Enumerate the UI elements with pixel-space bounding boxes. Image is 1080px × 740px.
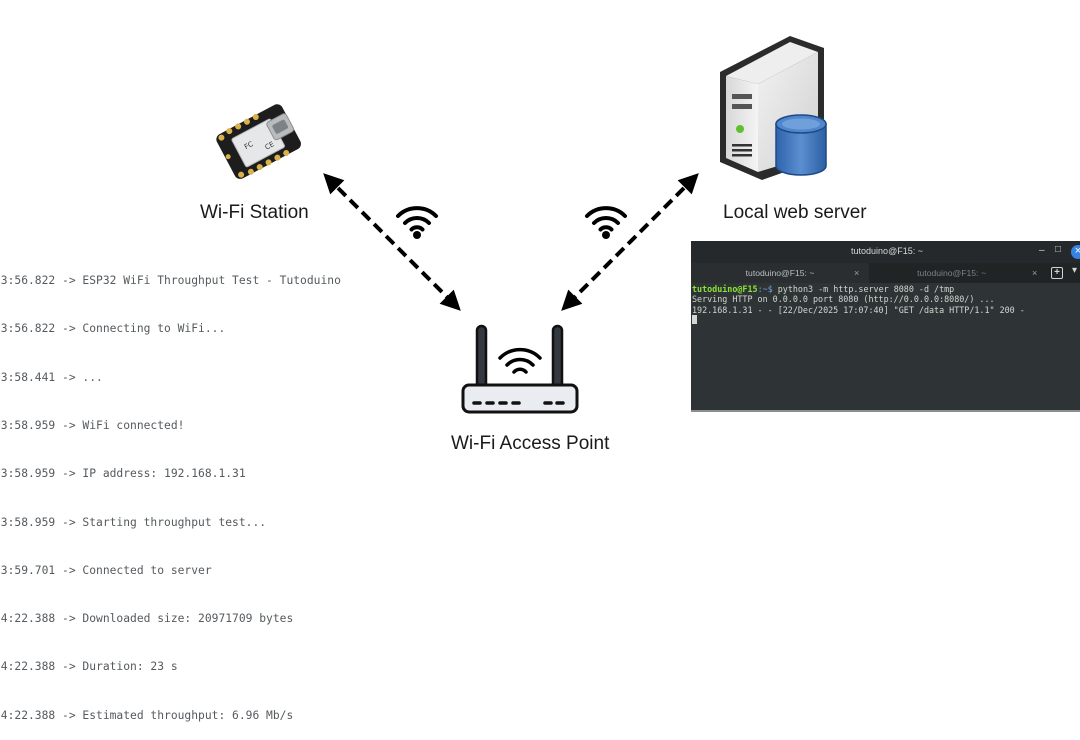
link-server-ap	[561, 173, 699, 311]
log-line: 04:22.388 -> Estimated throughput: 6.96 …	[0, 708, 294, 722]
wifi-station-label: Wi-Fi Station	[200, 202, 309, 223]
log-line: 03:58.959 -> Starting throughput test...	[0, 515, 267, 529]
serial-monitor-log: 03:56.822 -> ESP32 WiFi Throughput Test …	[0, 241, 341, 740]
close-button[interactable]: ×	[1071, 245, 1080, 259]
tab-menu-button[interactable]: ▾	[1072, 265, 1078, 276]
log-line: 03:58.441 -> ...	[0, 370, 103, 384]
log-line: 03:56.822 -> Connecting to WiFi...	[0, 322, 226, 336]
log-line: 03:58.959 -> IP address: 192.168.1.31	[0, 467, 246, 481]
terminal-output[interactable]: tutoduino@F15:~$ python3 -m http.server …	[692, 284, 1025, 325]
prompt-path: :~$	[757, 284, 773, 294]
terminal-cursor	[692, 314, 697, 324]
wifi-access-point-label: Wi-Fi Access Point	[451, 433, 610, 454]
log-line: 04:22.388 -> Duration: 23 s	[0, 660, 178, 674]
prompt-user: tutoduino@F15	[692, 284, 758, 294]
wifi-router-icon	[461, 324, 579, 414]
terminal-output-line: 192.168.1.31 - - [22/Dec/2025 17:07:40] …	[692, 304, 1025, 315]
log-line: 03:59.701 -> Connected to server	[0, 563, 212, 577]
wifi-signal-icon	[396, 206, 438, 239]
terminal-tabs: tutoduino@F15: ~ × tutoduino@F15: ~ × + …	[691, 263, 1080, 283]
maximize-button[interactable]: □	[1055, 244, 1062, 255]
terminal-command-line: tutoduino@F15:~$ python3 -m http.server …	[692, 284, 1025, 294]
terminal-titlebar[interactable]: tutoduino@F15: ~ – □ ×	[691, 241, 1080, 263]
connection-arrows	[323, 173, 699, 311]
esp32-board-icon: FC CE	[216, 104, 301, 179]
wifi-signal-icon	[585, 206, 627, 239]
tab-close-icon[interactable]: ×	[854, 268, 860, 278]
minimize-button[interactable]: –	[1039, 245, 1045, 256]
svg-text:CE: CE	[264, 140, 276, 151]
tab-terminal-2[interactable]: tutoduino@F15: ~	[869, 263, 1034, 283]
svg-text:FC: FC	[243, 140, 255, 151]
terminal-output-line: Serving HTTP on 0.0.0.0 port 8080 (http:…	[692, 294, 995, 305]
terminal-command: python3 -m http.server 8080 -d /tmp	[772, 284, 955, 294]
tab-label: tutoduino@F15: ~	[917, 268, 986, 278]
link-station-ap	[323, 173, 461, 311]
terminal-title: tutoduino@F15: ~	[851, 246, 923, 256]
terminal-window: tutoduino@F15: ~ – □ × tutoduino@F15: ~ …	[691, 241, 1080, 412]
log-line: 03:56.822 -> ESP32 WiFi Throughput Test …	[0, 274, 341, 288]
tab-terminal-1[interactable]: tutoduino@F15: ~	[691, 263, 869, 283]
log-line: 03:58.959 -> WiFi connected!	[0, 419, 185, 433]
server-database-icon	[720, 36, 827, 180]
new-tab-button[interactable]: +	[1051, 267, 1063, 279]
tab-close-icon[interactable]: ×	[1032, 268, 1038, 278]
local-web-server-label: Local web server	[723, 202, 867, 223]
log-line: 04:22.388 -> Downloaded size: 20971709 b…	[0, 612, 294, 626]
tab-label: tutoduino@F15: ~	[745, 268, 815, 278]
